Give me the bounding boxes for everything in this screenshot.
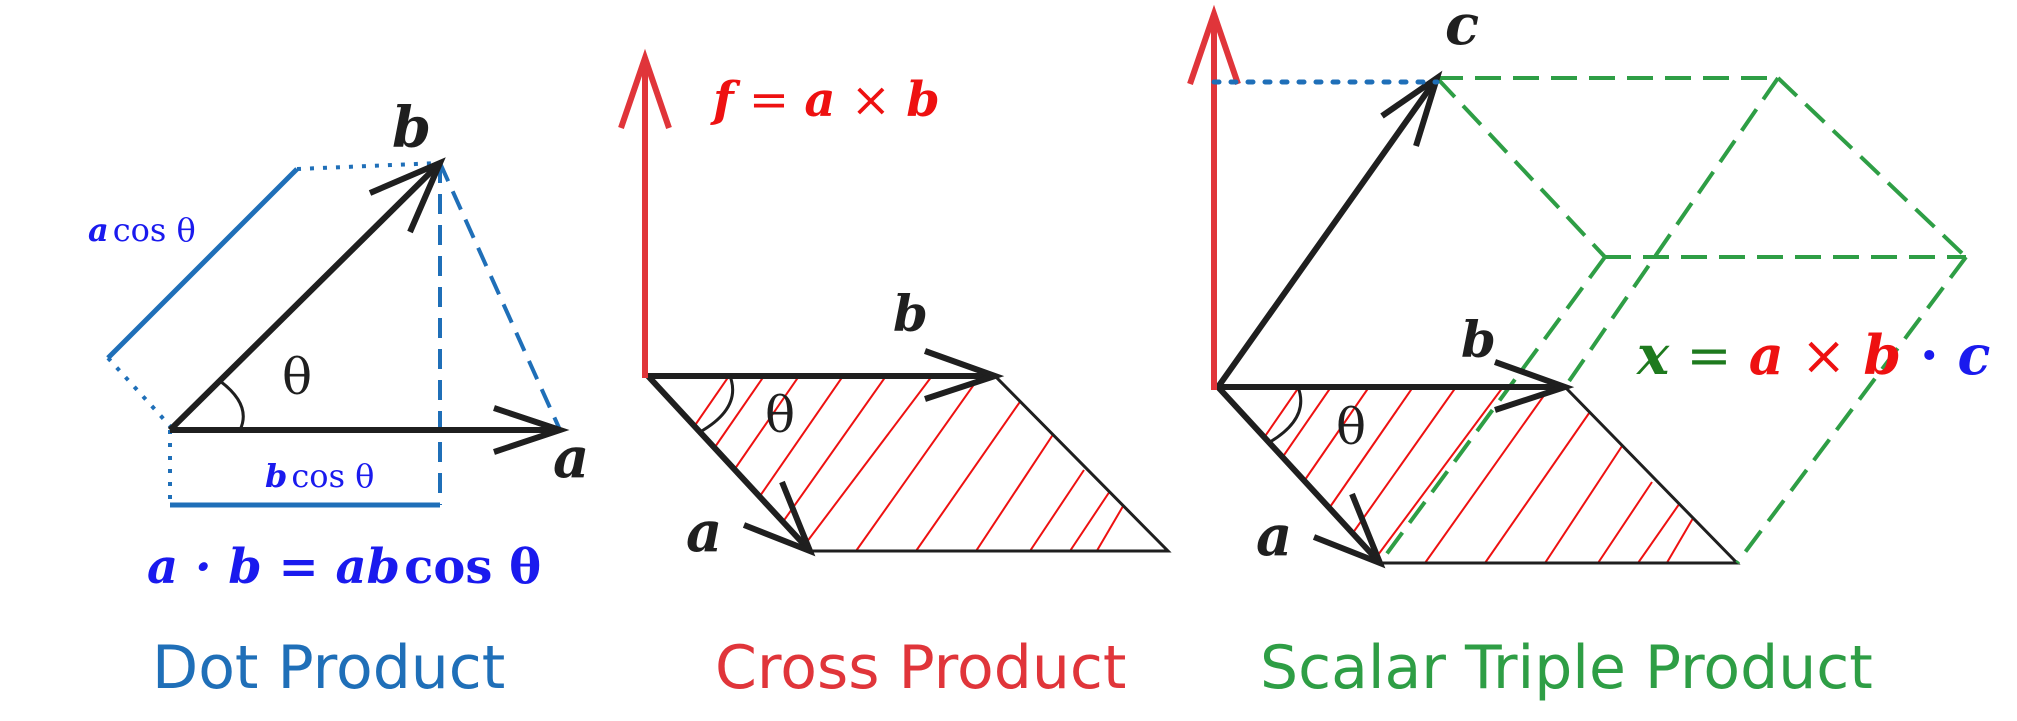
theta-label: θ xyxy=(1336,398,1366,456)
angle-arc xyxy=(219,379,245,431)
triple-product-caption: Scalar Triple Product xyxy=(1260,633,1873,703)
vector-a-label: a xyxy=(686,499,722,565)
vector-b-arrowhead xyxy=(1493,359,1575,413)
parallelepiped-edges xyxy=(1378,76,1968,565)
a-cos-theta-dotted-end xyxy=(106,356,172,428)
vector-c-arrowhead xyxy=(1380,70,1443,147)
theta-label: θ xyxy=(282,348,312,406)
vector-a-arrowhead xyxy=(493,405,570,455)
angle-arc xyxy=(699,375,735,434)
vector-b-arrowhead xyxy=(923,348,1005,402)
theta-label: θ xyxy=(765,386,795,444)
projection-dashed-line xyxy=(438,162,562,431)
vector-a-label: a xyxy=(553,425,589,491)
vector-f-arrowhead xyxy=(618,48,672,129)
vector-a-arrowhead xyxy=(1312,492,1386,569)
vector-b-label: b xyxy=(1461,310,1496,369)
vector-b-label: b xyxy=(893,284,928,343)
vector-a-arrowhead xyxy=(742,480,816,557)
vector-c-label: c xyxy=(1445,0,1479,58)
dot-product-formula: a · b = abcos θ xyxy=(147,539,541,595)
vector-a xyxy=(645,373,813,554)
cross-product-panel: a b θ f = a × b Cross Product xyxy=(618,48,1172,703)
cross-product-formula: f = a × b xyxy=(710,72,940,128)
triple-product-formula: x = a × b · c xyxy=(1636,323,1990,387)
a-cos-theta-dotted-top xyxy=(296,161,441,171)
vector-b xyxy=(167,160,443,433)
angle-arc xyxy=(1269,386,1303,444)
normal-vector-arrowhead xyxy=(1187,4,1241,85)
vector-c xyxy=(1215,76,1440,389)
dot-product-caption: Dot Product xyxy=(152,633,505,703)
triple-hatching xyxy=(1229,387,1707,563)
vector-b-arrowhead xyxy=(368,157,446,234)
triple-product-panel: a b c θ x = a × b · c Scalar Triple Prod… xyxy=(1187,0,1990,703)
a-cos-theta-segment xyxy=(106,167,299,360)
vector-a-label: a xyxy=(1256,503,1292,569)
vector-a xyxy=(1215,384,1383,566)
vector-b-label: b xyxy=(392,95,431,161)
cross-product-caption: Cross Product xyxy=(715,633,1126,703)
cross-hatching xyxy=(659,376,1137,551)
